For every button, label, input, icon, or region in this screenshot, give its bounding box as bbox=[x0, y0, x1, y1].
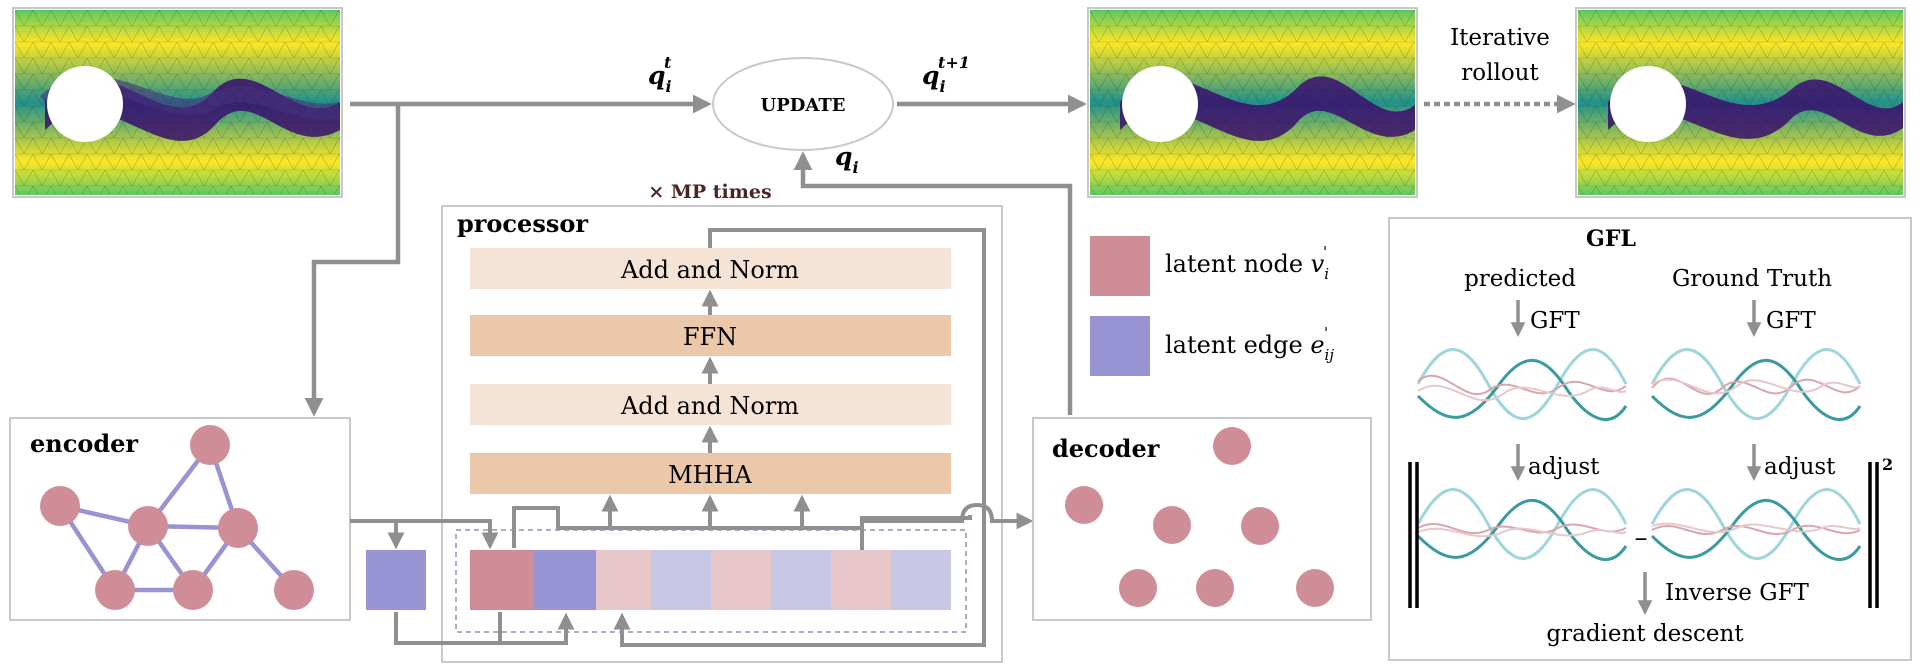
minus-sign: – bbox=[1635, 523, 1648, 553]
predicted-label: predicted bbox=[1464, 266, 1576, 292]
legend-edge-swatch bbox=[1090, 316, 1150, 376]
svg-text:qi: qi bbox=[922, 61, 946, 96]
token-edge-1 bbox=[651, 550, 711, 610]
norm-exponent: 2 bbox=[1882, 455, 1893, 474]
layer-mhha-label: MHHA bbox=[668, 461, 752, 489]
norm-bars bbox=[1408, 462, 1879, 608]
inverse-gft-label: Inverse GFT bbox=[1665, 580, 1810, 606]
q-t1-label: qi t+1 bbox=[922, 53, 970, 96]
token-node-active bbox=[470, 550, 534, 610]
wave-predicted-adjusted bbox=[1416, 488, 1628, 561]
encoder-graph-nodes bbox=[40, 425, 314, 610]
adjust-left-label: adjust bbox=[1528, 454, 1600, 480]
token-edge-3 bbox=[891, 550, 951, 610]
rollout-label: rollout bbox=[1461, 60, 1539, 86]
gfl-panel: GFL predicted Ground Truth GFT GFT adjus… bbox=[1388, 217, 1912, 661]
flow-field-image-rollout bbox=[1575, 7, 1906, 198]
decoder-nodes bbox=[1065, 427, 1334, 607]
layer-ffn-label: FFN bbox=[683, 323, 737, 351]
legend-node-label: latent node vi' bbox=[1165, 243, 1329, 283]
token-sequence bbox=[470, 550, 951, 610]
processor-panel: processor Add and Norm FFN Add and Norm … bbox=[441, 205, 1003, 663]
gft-left-label: GFT bbox=[1530, 308, 1580, 334]
iterative-label: Iterative bbox=[1450, 25, 1550, 51]
layer-mhha bbox=[470, 453, 951, 494]
ground-truth-label: Ground Truth bbox=[1672, 266, 1832, 292]
token-node-1 bbox=[596, 550, 651, 610]
encoder-to-processor-arrows bbox=[350, 502, 1034, 645]
token-group-border bbox=[455, 529, 967, 633]
token-edge-2 bbox=[771, 550, 831, 610]
legend: latent node vi' latent edge eij' bbox=[1090, 236, 1334, 376]
adjust-right-label: adjust bbox=[1764, 454, 1836, 480]
encoder-title: encoder bbox=[30, 429, 138, 458]
processor-title: processor bbox=[457, 209, 588, 238]
flow-arrows bbox=[304, 94, 1576, 417]
edge-embedding-block bbox=[366, 550, 426, 610]
decoder-panel: decoder bbox=[1032, 417, 1372, 621]
update-label: UPDATE bbox=[761, 95, 846, 116]
layer-add-norm-bottom bbox=[470, 384, 951, 425]
svg-text:qi: qi bbox=[648, 61, 672, 96]
flow-field-image-predicted bbox=[1087, 7, 1418, 198]
layer-ffn bbox=[470, 315, 951, 356]
layer-add-norm-top bbox=[470, 248, 951, 289]
svg-text:t: t bbox=[664, 53, 672, 72]
gfl-title: GFL bbox=[1586, 226, 1636, 252]
gradient-descent-label: gradient descent bbox=[1546, 621, 1744, 647]
svg-text:qi: qi bbox=[835, 142, 859, 177]
layer-arrows bbox=[512, 228, 986, 647]
wave-ground-truth-top bbox=[1650, 348, 1862, 421]
mp-times-label: × MP times bbox=[648, 181, 771, 203]
legend-node-swatch bbox=[1090, 236, 1150, 296]
encoder-panel: encoder bbox=[9, 417, 351, 621]
wave-predicted-top bbox=[1416, 348, 1628, 421]
decoder-title: decoder bbox=[1052, 434, 1160, 463]
svg-text:t+1: t+1 bbox=[938, 53, 970, 72]
token-node-3 bbox=[831, 550, 891, 610]
token-edge-active bbox=[534, 550, 596, 610]
token-node-2 bbox=[711, 550, 771, 610]
legend-edge-label: latent edge eij' bbox=[1165, 324, 1334, 364]
q-i-label: qi bbox=[835, 142, 859, 177]
update-node: UPDATE bbox=[712, 57, 894, 151]
layer-add-norm-top-label: Add and Norm bbox=[620, 256, 799, 284]
flow-field-image-input bbox=[12, 7, 343, 198]
gft-right-label: GFT bbox=[1766, 308, 1816, 334]
layer-add-norm-bottom-label: Add and Norm bbox=[620, 392, 799, 420]
q-t-label: qi t bbox=[648, 53, 672, 96]
gfl-arrows bbox=[1510, 300, 1762, 615]
wave-ground-truth-adjusted bbox=[1650, 488, 1862, 561]
